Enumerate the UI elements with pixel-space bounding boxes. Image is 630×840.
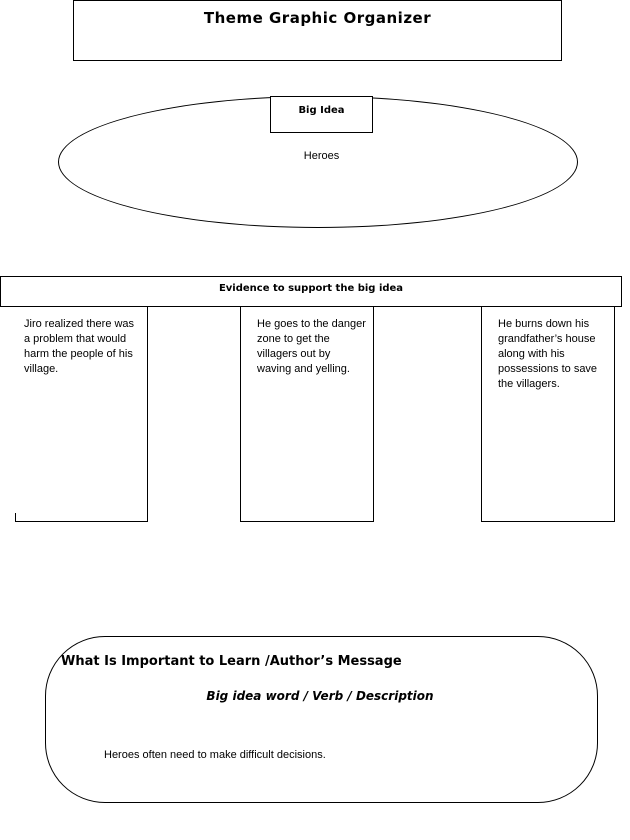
page-title: Theme Graphic Organizer	[203, 9, 432, 27]
author-message-subtitle: Big idea word / Verb / Description	[206, 689, 434, 703]
evidence-text-1: Jiro realized there was a problem that w…	[24, 318, 135, 375]
evidence-box-1-corner	[15, 513, 16, 521]
big-idea-label: Big Idea	[298, 105, 345, 116]
author-message-box	[45, 636, 598, 803]
big-idea-label-box: Big Idea	[270, 96, 373, 133]
author-message-title: What Is Important to Learn /Author’s Mes…	[61, 654, 402, 669]
evidence-text-3: He burns down his grandfather’s house al…	[498, 318, 598, 390]
evidence-box-1: Jiro realized there was a problem that w…	[15, 306, 148, 522]
author-message-text: Heroes often need to make difficult deci…	[104, 749, 326, 761]
title-box: Theme Graphic Organizer	[73, 0, 562, 61]
evidence-box-3: He burns down his grandfather’s house al…	[481, 306, 615, 522]
evidence-header: Evidence to support the big idea	[0, 276, 622, 307]
evidence-text-2: He goes to the danger zone to get the vi…	[257, 318, 366, 375]
evidence-box-2: He goes to the danger zone to get the vi…	[240, 306, 374, 522]
big-idea-value: Heroes	[303, 150, 340, 162]
evidence-title: Evidence to support the big idea	[218, 283, 404, 294]
